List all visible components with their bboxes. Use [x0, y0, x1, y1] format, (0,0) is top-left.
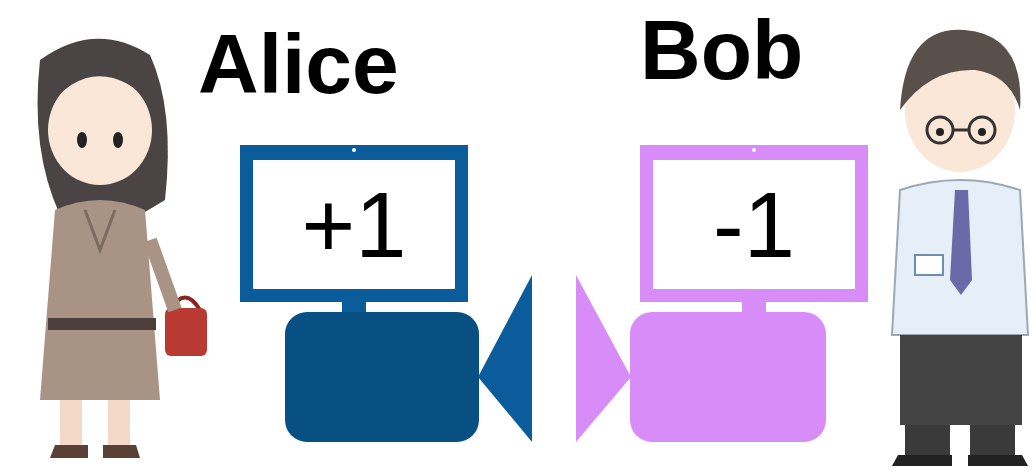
alice-computer [240, 145, 532, 442]
monitor-screen: +1 [253, 160, 455, 289]
score-value: +1 [302, 179, 407, 271]
bob-figure [892, 30, 1028, 466]
alice-figure [38, 39, 208, 458]
person-name: Alice [198, 22, 399, 106]
person-name: Bob [640, 8, 803, 92]
score-value: -1 [713, 179, 795, 271]
monitor-screen: -1 [653, 160, 855, 289]
bob-computer [576, 145, 868, 442]
